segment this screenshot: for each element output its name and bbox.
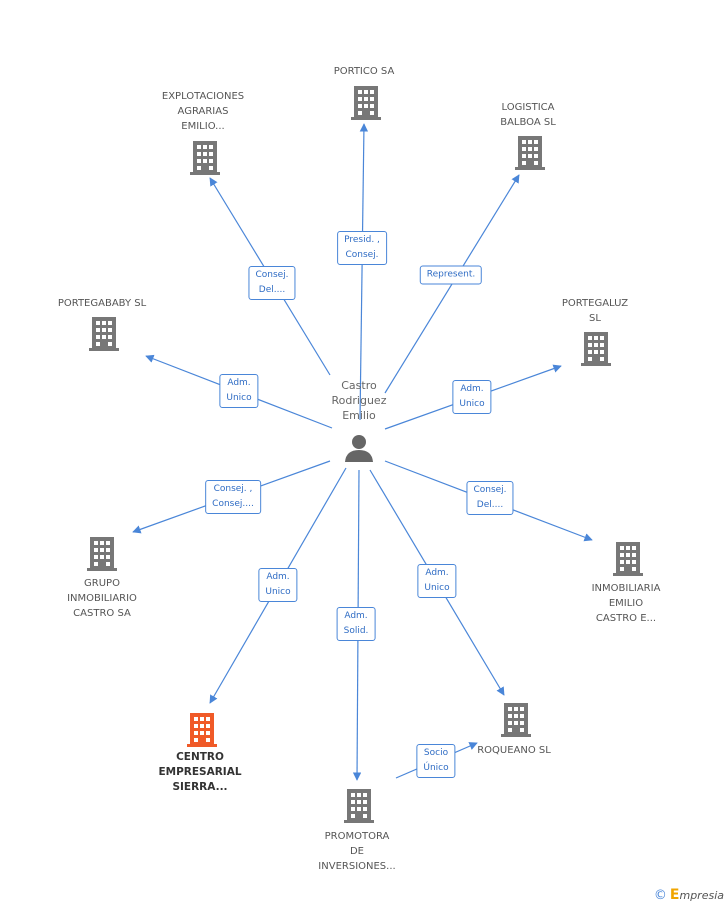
company-label-logistica[interactable]: LOGISTICA BALBOA SL [500, 102, 556, 128]
brand-name: mpresia [679, 889, 724, 902]
relation-label-promotora[interactable]: Adm. Solid. [336, 607, 376, 641]
relation-label-promotora-roqueano[interactable]: Socio Único [416, 744, 456, 778]
relation-label-portico[interactable]: Presid. , Consej. [337, 231, 387, 265]
building-icon[interactable] [190, 141, 220, 175]
company-label-inmobiliaria[interactable]: INMOBILIARIA EMILIO CASTRO E... [591, 583, 661, 624]
company-label-explotaciones[interactable]: EXPLOTACIONES AGRARIAS EMILIO... [161, 91, 245, 132]
edge-portico [359, 123, 369, 421]
building-icon[interactable] [501, 703, 531, 737]
relation-label-logistica[interactable]: Represent. [419, 265, 483, 285]
building-icon[interactable] [581, 332, 611, 366]
company-label-centro[interactable]: CENTRO EMPRESARIAL SIERRA... [158, 751, 242, 793]
person-icon[interactable] [345, 435, 373, 462]
relation-label-inmobiliaria[interactable]: Consej. Del.... [466, 481, 514, 515]
relation-label-roqueano[interactable]: Adm. Unico [417, 564, 457, 598]
brand-logo: ©Empresia [654, 887, 724, 903]
brand-initial: E [669, 887, 680, 903]
company-label-promotora[interactable]: PROMOTORA DE INVERSIONES... [318, 831, 396, 872]
relation-label-centro[interactable]: Adm. Unico [258, 568, 298, 602]
building-icon[interactable] [344, 789, 374, 823]
building-icon[interactable] [515, 136, 545, 170]
copyright-icon: © [653, 888, 667, 903]
relation-label-portegaluz[interactable]: Adm. Unico [452, 380, 492, 414]
relation-label-portegababy[interactable]: Adm. Unico [219, 374, 259, 408]
company-label-portegaluz[interactable]: PORTEGALUZ SL [561, 298, 629, 324]
relation-label-grupo[interactable]: Consej. , Consej.... [205, 480, 261, 514]
building-icon[interactable] [89, 317, 119, 351]
center-person-label[interactable]: Castro Rodriguez Emilio [331, 379, 387, 422]
company-label-portegababy[interactable]: PORTEGABABY SL [57, 298, 147, 309]
building-icon[interactable] [351, 86, 381, 120]
building-icon[interactable] [87, 537, 117, 571]
company-label-roqueano[interactable]: ROQUEANO SL [477, 745, 551, 756]
company-label-portico[interactable]: PORTICO SA [333, 66, 395, 77]
relation-label-explotaciones[interactable]: Consej. Del.... [248, 266, 296, 300]
company-label-grupo[interactable]: GRUPO INMOBILIARIO CASTRO SA [67, 578, 137, 619]
building-icon[interactable] [187, 713, 217, 747]
building-icon[interactable] [613, 542, 643, 576]
